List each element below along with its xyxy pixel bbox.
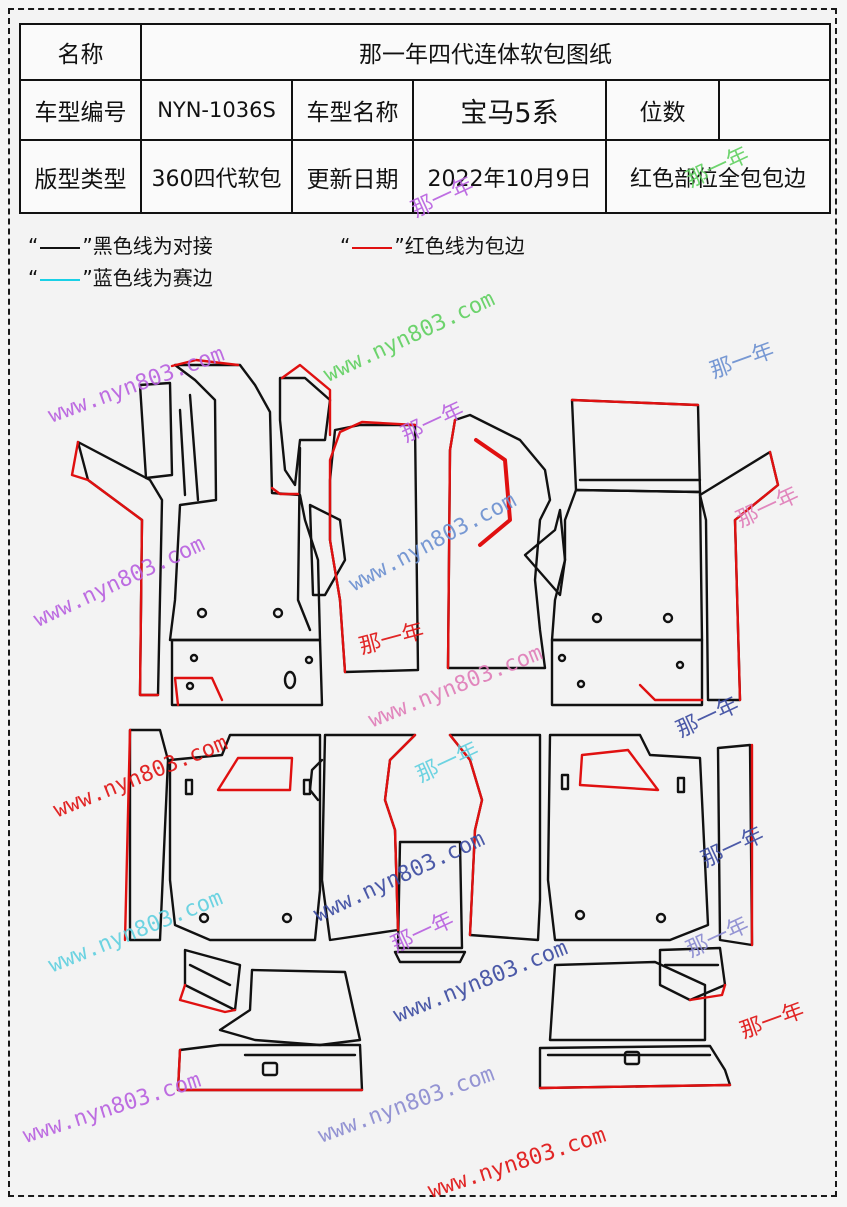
- piece-narrow-strip: [138, 381, 174, 480]
- model-code: NYN-1036S: [140, 79, 293, 141]
- edge-center-left: [328, 420, 417, 674]
- edge-mid-right-inner: [578, 748, 660, 792]
- edge-low-left-base: [176, 1048, 364, 1092]
- piece-low-left-base: [176, 1043, 364, 1092]
- model-name: 宝马5系: [412, 79, 607, 141]
- black-line-sample: [40, 246, 81, 249]
- piece-low-left-panel: [218, 968, 362, 1047]
- drawing-title: 那一年四代连体软包图纸: [140, 23, 831, 81]
- blue-line-sample: [40, 278, 81, 281]
- edge-center-strip: [474, 438, 512, 547]
- edge-mid-left-inner: [216, 756, 294, 792]
- label-model-code: 车型编号: [19, 79, 142, 141]
- legend-blue-text: 蓝色线为赛边: [92, 266, 213, 290]
- edge-low-right: [688, 983, 727, 1002]
- edge-left-pillar: [70, 440, 160, 697]
- piece-low-left-small: [183, 948, 242, 1012]
- seats-value: [718, 79, 831, 141]
- legend-red: “”红色线为包边: [340, 234, 525, 258]
- red-area-note: 红色部位全包包边: [605, 139, 831, 214]
- piece-left-arch: [278, 376, 332, 487]
- label-model-name: 车型名称: [291, 79, 414, 141]
- piece-left-panel: [168, 363, 322, 642]
- piece-center-top-right: [446, 413, 552, 670]
- piece-left-inner: [308, 503, 347, 597]
- legend-black-text: 黑色线为对接: [92, 234, 213, 258]
- piece-left-lower: [170, 638, 324, 707]
- label-pattern-type: 版型类型: [19, 139, 142, 214]
- label-seats: 位数: [605, 79, 720, 141]
- piece-mid-center-base: [393, 950, 467, 964]
- edge-mid-left-pillar: [123, 728, 132, 942]
- piece-low-right-small: [658, 946, 727, 1002]
- edge-left-arch: [280, 363, 332, 437]
- edge-right-top: [570, 398, 700, 407]
- label-update-date: 更新日期: [291, 139, 414, 214]
- edge-mid-center-right: [448, 733, 484, 937]
- edge-right-lower: [638, 683, 704, 702]
- legend-red-text: 红色线为包边: [404, 234, 525, 258]
- piece-mid-right-panel: [546, 733, 710, 942]
- piece-low-right-base: [538, 1044, 732, 1090]
- legend-blue: “”蓝色线为赛边: [28, 266, 213, 290]
- edge-low-left: [178, 983, 237, 1014]
- edge-low-right-base: [538, 1083, 732, 1090]
- edge-left-notch: [270, 486, 300, 496]
- piece-low-right-panel: [548, 960, 707, 1042]
- edge-left-top: [170, 358, 240, 368]
- piece-right-mid: [550, 488, 704, 642]
- update-date: 2022年10月9日: [412, 139, 607, 214]
- label-name: 名称: [19, 23, 142, 81]
- piece-right-top: [570, 398, 702, 494]
- legend-black: “”黑色线为对接: [28, 234, 213, 258]
- info-table: 名称 那一年四代连体软包图纸 车型编号 NYN-1036S 车型名称 宝马5系 …: [19, 23, 831, 214]
- piece-mid-left-panel: [168, 733, 322, 942]
- piece-mid-left-pillar: [128, 728, 170, 942]
- edge-left-lower: [173, 676, 224, 707]
- edge-mid-center-left: [383, 733, 417, 932]
- edge-center-right: [446, 418, 457, 670]
- red-line-sample: [352, 246, 393, 249]
- piece-right-lower: [550, 638, 704, 707]
- edge-right-pillar: [733, 450, 780, 702]
- pattern-type: 360四代软包: [140, 139, 293, 214]
